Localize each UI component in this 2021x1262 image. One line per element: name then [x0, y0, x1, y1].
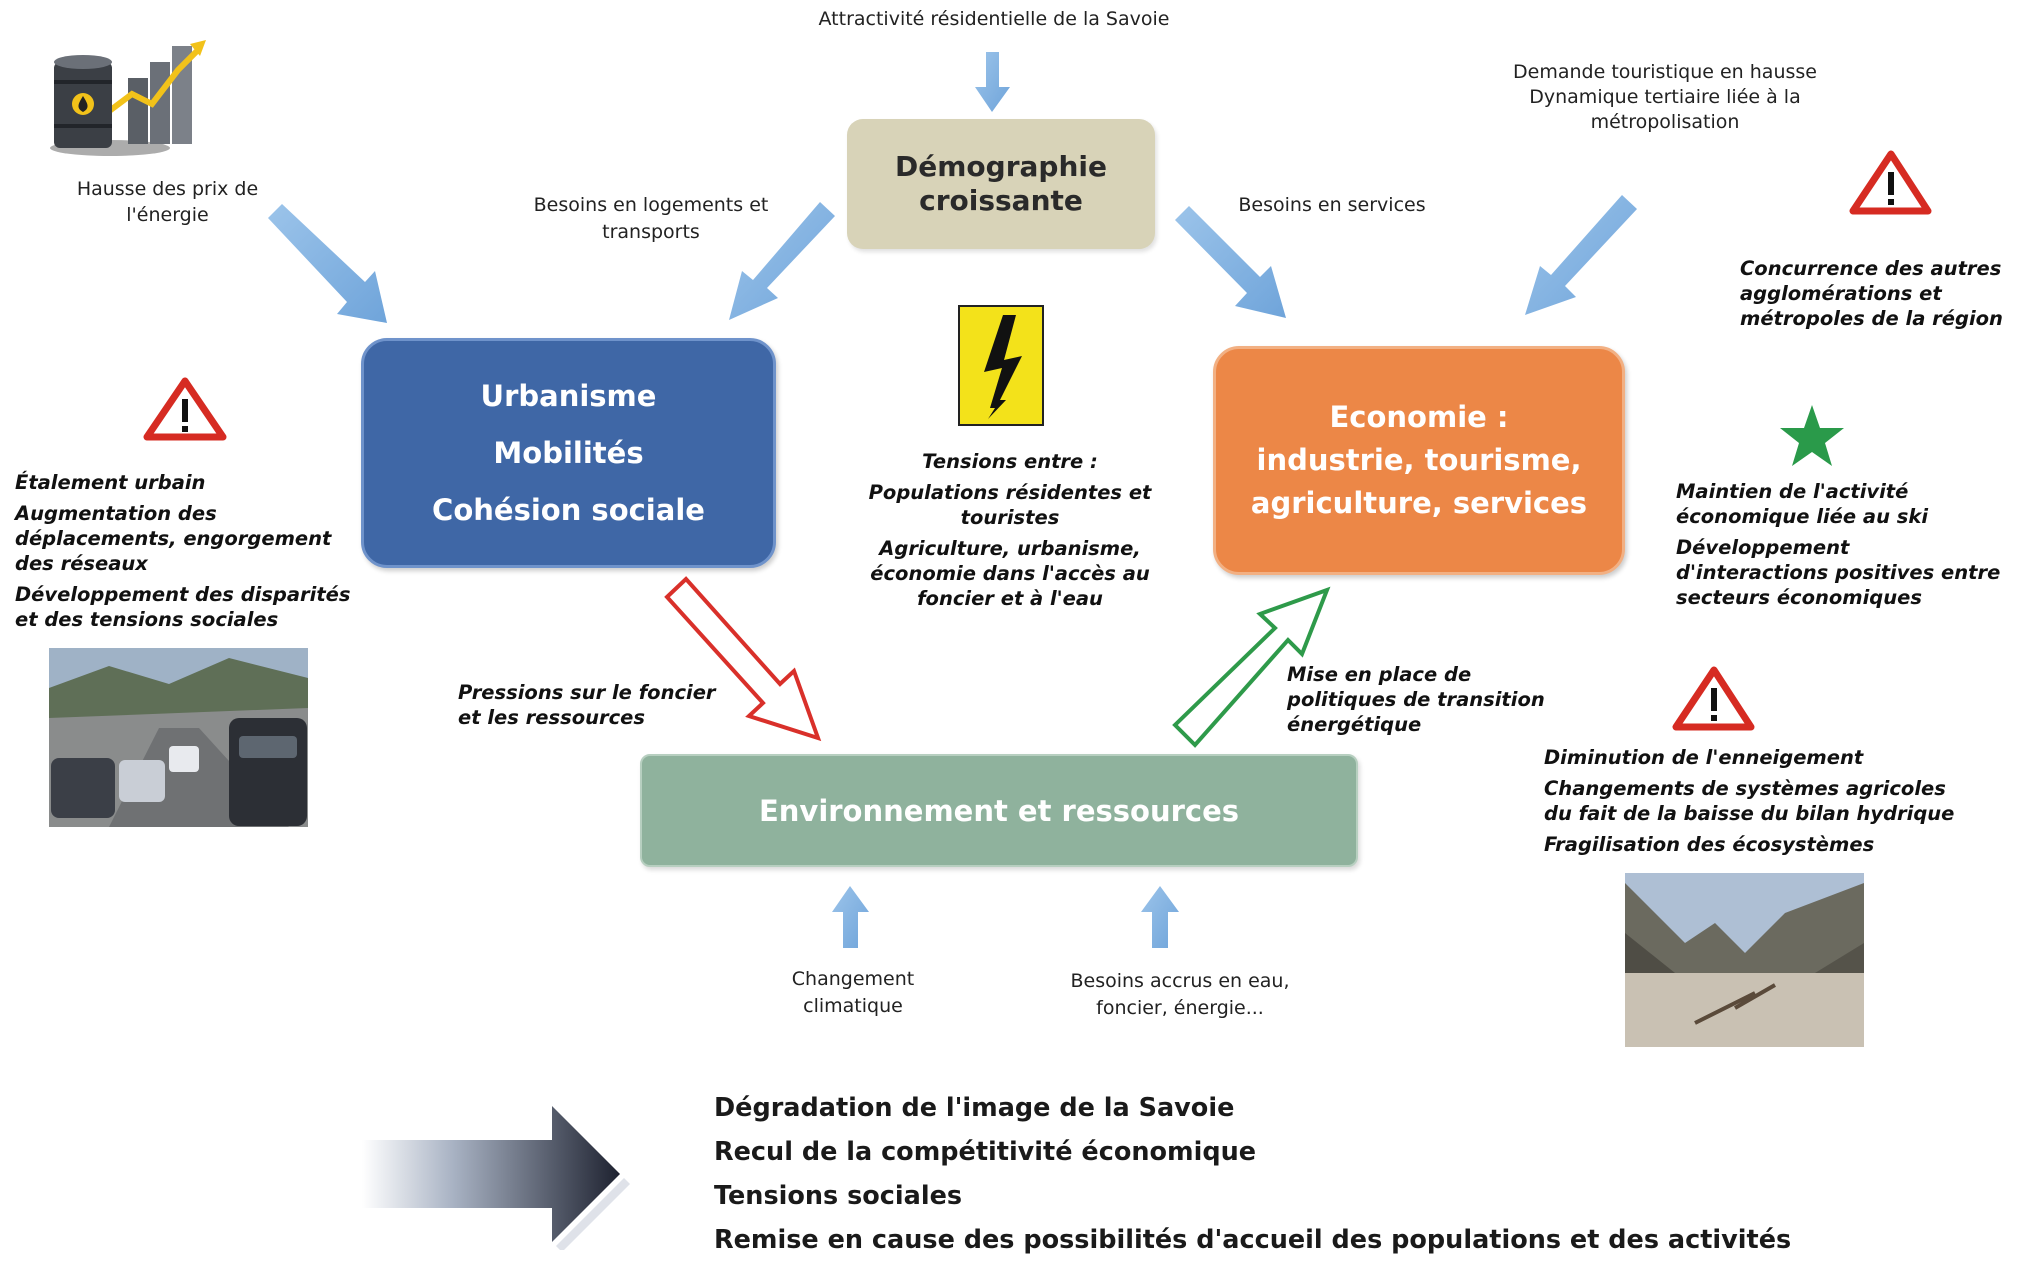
tensions-block: Tensions entre : Populations résidentes …: [845, 449, 1175, 611]
right-bottom-note-1: Diminution de l'enneigement: [1544, 746, 1864, 769]
warning-icon-right-bottom: [1672, 666, 1755, 731]
energie-line-1: Hausse des prix de: [76, 178, 259, 200]
left-note-2-line-2: déplacements, engorgement: [15, 527, 332, 550]
right-mid-note-1: Maintien de l'activité économique liée a…: [1676, 479, 2016, 529]
high-voltage-sign-icon: [958, 305, 1044, 426]
demographie-line-2: croissante: [919, 184, 1083, 217]
arrow-attractivite: [975, 52, 1010, 112]
arrow-consequences: [362, 1106, 620, 1242]
arrow-transition: [1172, 586, 1331, 748]
arrow-energie: [268, 204, 387, 323]
demographie-box: Démographie croissante: [847, 119, 1155, 249]
besoins-logements-label: Besoins en logements et transports: [520, 192, 782, 246]
right-mid-notes: Maintien de l'activité économique liée a…: [1676, 479, 2016, 610]
outcome-item: Remise en cause des possibilités d'accue…: [714, 1225, 1792, 1255]
besoins-accrus-line-1: Besoins accrus en eau,: [1070, 970, 1290, 992]
urbanisme-line-1: Urbanisme: [480, 378, 657, 413]
urbanisme-line-3: Cohésion sociale: [432, 492, 705, 527]
arrow-logements: [729, 202, 835, 320]
right-top-notes: Concurrence des autres agglomérations et…: [1740, 256, 2015, 331]
transition-label: Mise en place de politiques de transitio…: [1287, 662, 1577, 737]
right-mid-note-2-line-3: secteurs économiques: [1676, 586, 1922, 609]
dry-river-photo: [1625, 873, 1864, 1047]
tensions-item-1-line-1: Populations résidentes et: [868, 481, 1152, 504]
oil-barrel-chart-icon: [50, 40, 206, 156]
demande-line-1: Demande touristique en hausse: [1513, 61, 1817, 83]
economie-box: Economie : industrie, tourisme, agricult…: [1213, 346, 1625, 575]
changement-line-1: Changement: [791, 968, 915, 990]
changement-climatique-label: Changement climatique: [760, 966, 946, 1020]
tensions-item-2-line-3: foncier et à l'eau: [917, 587, 1103, 610]
right-bottom-note-2: Changements de systèmes agricoles du fai…: [1544, 776, 1984, 826]
demande-line-3: métropolisation: [1590, 111, 1740, 133]
transition-line-3: énergétique: [1287, 713, 1422, 736]
right-mid-note-2-line-1: Développement: [1676, 536, 1850, 559]
tensions-title: Tensions entre :: [922, 450, 1098, 473]
outcome-item: Recul de la compétitivité économique: [714, 1137, 1257, 1167]
demande-touristique-label: Demande touristique en hausse Dynamique …: [1480, 60, 1850, 135]
arrow-besoins-accrus: [1141, 886, 1179, 948]
transition-line-2: politiques de transition: [1287, 688, 1545, 711]
besoins-accrus-line-2: foncier, énergie...: [1096, 997, 1264, 1019]
traffic-photo: [49, 648, 308, 827]
warning-icon-right-top: [1849, 150, 1932, 215]
arrow-services: [1175, 206, 1286, 318]
left-note-2: Augmentation des déplacements, engorgeme…: [15, 501, 360, 576]
right-bottom-note-2-line-1: Changements de systèmes agricoles: [1544, 777, 1946, 800]
tensions-item-2-line-2: économie dans l'accès au: [870, 562, 1150, 585]
arrow-consequences-shadow: [556, 1178, 630, 1250]
right-mid-note-2-line-2: d'interactions positives entre: [1676, 561, 2001, 584]
attractivite-label: Attractivité résidentielle de la Savoie: [818, 8, 1170, 30]
hausse-energie-label: Hausse des prix de l'énergie: [55, 176, 280, 228]
outcome-item: Dégradation de l'image de la Savoie: [714, 1093, 1235, 1123]
right-bottom-notes: Diminution de l'enneigement Changements …: [1544, 745, 1984, 857]
outcomes-list: Dégradation de l'image de la Savoie Recu…: [714, 1086, 1791, 1262]
pressions-line-2: et les ressources: [458, 706, 645, 729]
tensions-item-2-line-1: Agriculture, urbanisme,: [879, 537, 1141, 560]
economie-line-2: industrie, tourisme,: [1256, 443, 1582, 477]
left-note-2-line-1: Augmentation des: [15, 502, 217, 525]
left-note-3: Développement des disparités et des tens…: [15, 582, 360, 632]
energie-line-2: l'énergie: [126, 204, 209, 226]
right-top-line-2: agglomérations et: [1740, 282, 1942, 305]
right-mid-note-1-line-2: économique liée au ski: [1676, 505, 1929, 528]
besoins-accrus-label: Besoins accrus en eau, foncier, énergie.…: [1040, 968, 1320, 1022]
right-mid-note-1-line-1: Maintien de l'activité: [1676, 480, 1909, 503]
environnement-box: Environnement et ressources: [640, 754, 1358, 867]
right-bottom-note-3: Fragilisation des écosystèmes: [1544, 833, 1875, 856]
star-icon: [1780, 405, 1844, 466]
left-notes: Étalement urbain Augmentation des déplac…: [15, 470, 360, 632]
pressions-line-1: Pressions sur le foncier: [458, 681, 716, 704]
environnement-label: Environnement et ressources: [758, 793, 1240, 828]
arrow-pressions: [664, 576, 822, 742]
left-note-3-line-2: et des tensions sociales: [15, 608, 279, 631]
pressions-label: Pressions sur le foncier et les ressourc…: [458, 680, 758, 730]
right-bottom-note-2-line-2: du fait de la baisse du bilan hydrique: [1544, 802, 1955, 825]
arrow-changement: [832, 886, 869, 948]
right-top-line-3: métropoles de la région: [1740, 307, 2003, 330]
tensions-item-1-line-2: touristes: [960, 506, 1060, 529]
besoins-services-label: Besoins en services: [1238, 194, 1426, 216]
left-note-3-line-1: Développement des disparités: [15, 583, 351, 606]
economie-line-3: agriculture, services: [1250, 486, 1588, 520]
tensions-item-1: Populations résidentes et touristes: [845, 480, 1175, 530]
demographie-line-1: Démographie: [895, 150, 1107, 183]
left-note-2-line-3: des réseaux: [15, 552, 148, 575]
logements-line-1: Besoins en logements et: [533, 194, 769, 216]
logements-line-2: transports: [602, 221, 700, 243]
urbanisme-box: Urbanisme Mobilités Cohésion sociale: [361, 338, 776, 568]
left-note-1: Étalement urbain: [15, 471, 206, 494]
right-mid-note-2: Développement d'interactions positives e…: [1676, 535, 2016, 610]
changement-line-2: climatique: [803, 995, 903, 1017]
demande-line-2: Dynamique tertiaire liée à la: [1529, 86, 1801, 108]
arrow-demande: [1525, 195, 1637, 315]
outcome-item: Tensions sociales: [714, 1181, 963, 1211]
economie-line-1: Economie :: [1329, 400, 1509, 434]
tensions-item-2: Agriculture, urbanisme, économie dans l'…: [845, 536, 1175, 611]
transition-line-1: Mise en place de: [1287, 663, 1472, 686]
warning-icon-left: [143, 377, 227, 441]
urbanisme-line-2: Mobilités: [493, 435, 644, 470]
right-top-line-1: Concurrence des autres: [1740, 257, 2002, 280]
